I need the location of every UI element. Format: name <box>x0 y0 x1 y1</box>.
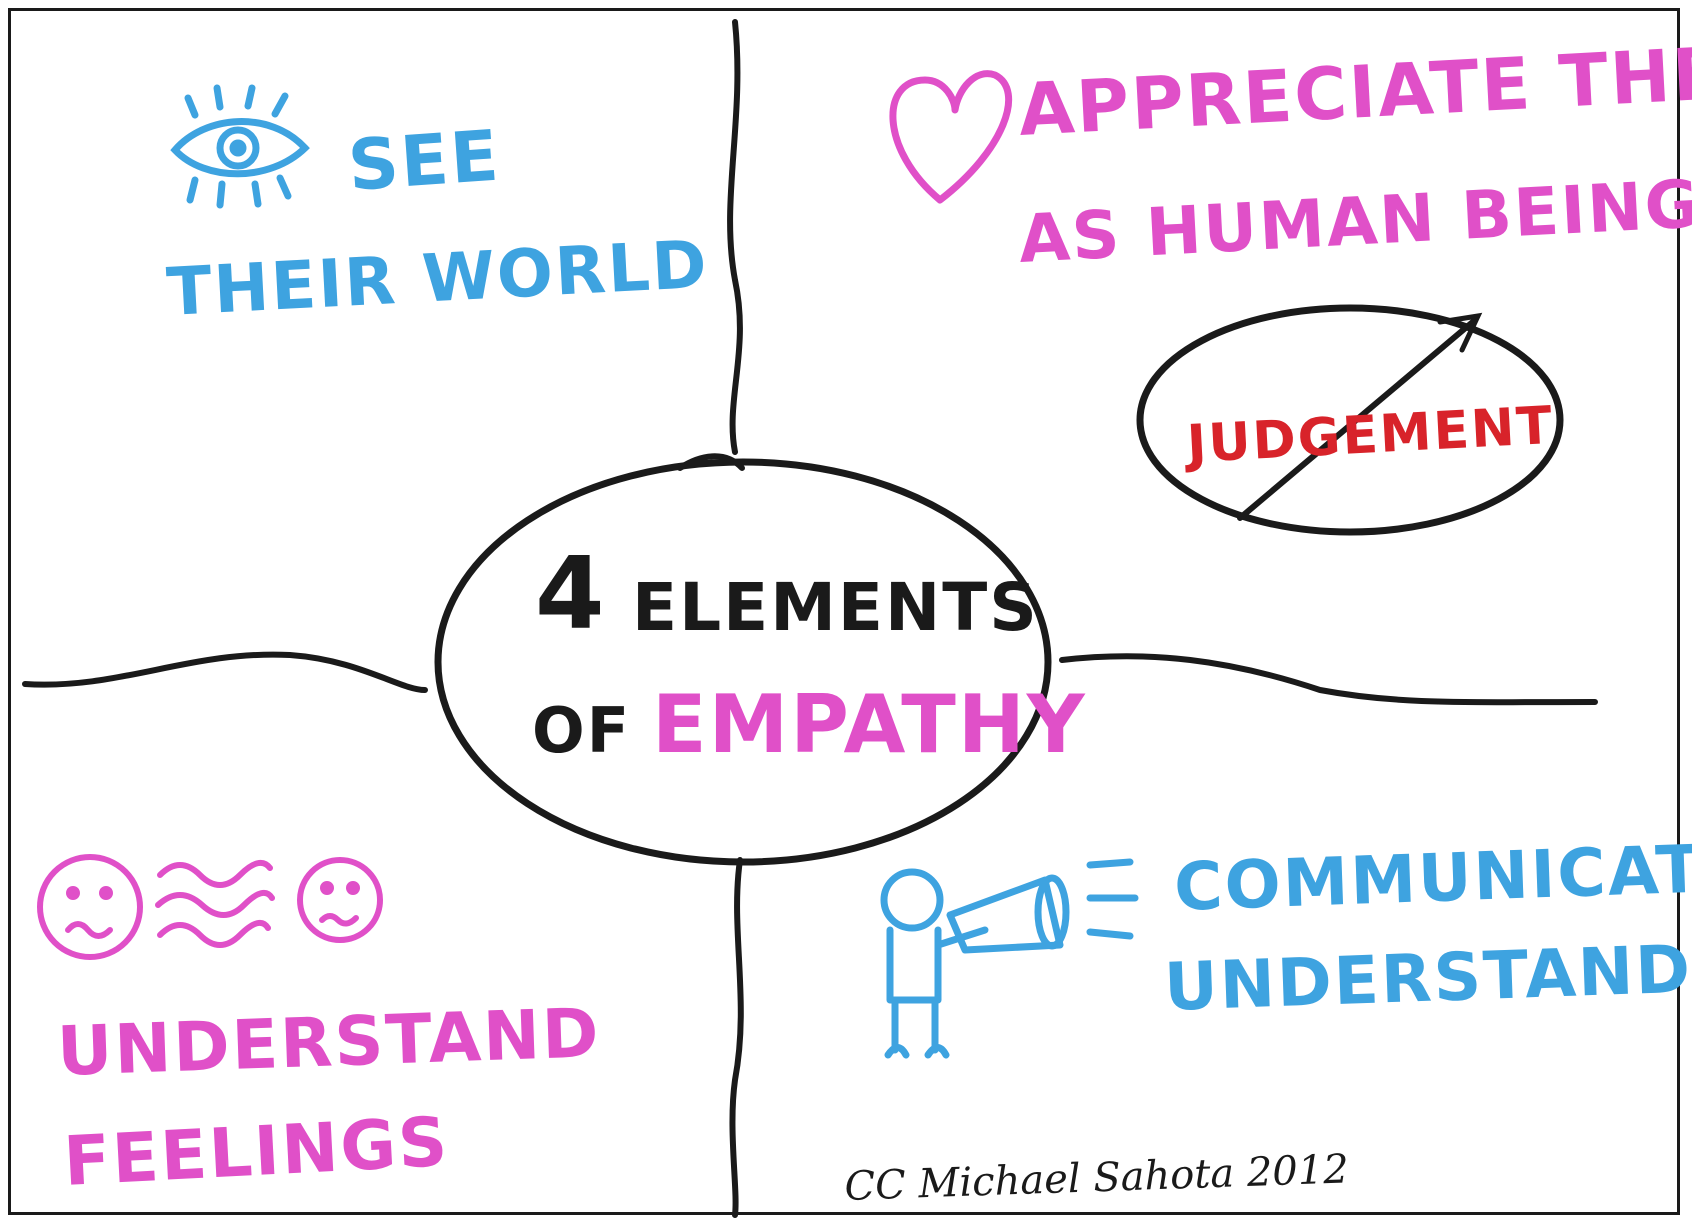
judgement-label: JUDGEMENT <box>1183 396 1556 475</box>
center-oval <box>434 458 1052 866</box>
understand-label: UNDERSTAND <box>56 994 602 1092</box>
drawing-frame <box>8 8 1680 1215</box>
megaphone-person-icon <box>880 858 1139 1059</box>
communicate-label: COMMUNICATE <box>1173 829 1692 926</box>
center-number: 4 <box>535 535 607 652</box>
branch-top <box>727 19 743 455</box>
understanding-label: UNDERSTANDING <box>1163 926 1692 1026</box>
branch-right <box>1059 653 1598 706</box>
appreciate-them-label: APPRECIATE THEM <box>1016 27 1692 152</box>
sad-face-icon <box>37 854 143 960</box>
worried-face-icon <box>297 857 383 943</box>
eye-icon <box>170 84 310 209</box>
their-world-label: THEIR WORLD <box>165 226 711 331</box>
heart-icon <box>889 70 1013 204</box>
credit-signature: CC Michael Sahota 2012 <box>844 1146 1350 1210</box>
waves-icon <box>155 859 275 948</box>
center-word-of: OF <box>532 694 631 767</box>
center-word-empathy: EMPATHY <box>652 678 1087 771</box>
faces-waves-icon <box>37 854 383 960</box>
center-word-elements: ELEMENTS <box>632 569 1039 646</box>
no-judgement-icon <box>1136 304 1564 536</box>
branch-bottom <box>729 857 744 1218</box>
feelings-label: FEELINGS <box>62 1103 451 1202</box>
as-human-beings-label: AS HUMAN BEINGS <box>1017 163 1692 278</box>
branch-left <box>22 651 428 693</box>
see-label: SEE <box>345 115 502 207</box>
